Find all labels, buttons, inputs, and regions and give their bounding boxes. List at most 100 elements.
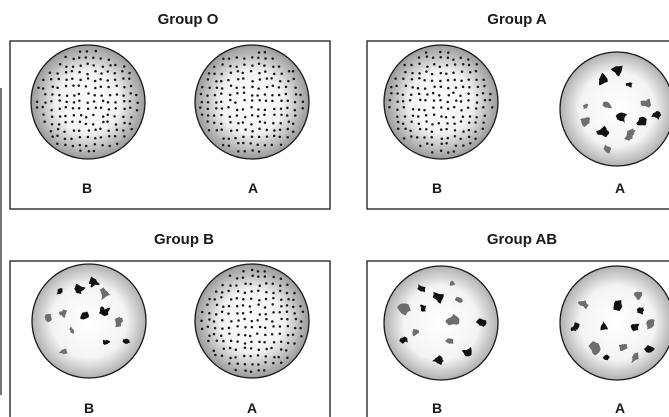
rbc-dot [242, 141, 245, 145]
rbc-dot [300, 320, 303, 323]
rbc-dot [84, 144, 88, 148]
rbc-dot [92, 149, 96, 153]
rbc-dot [430, 72, 434, 76]
rbc-dot [241, 108, 245, 111]
rbc-dot [263, 340, 266, 344]
rbc-dot [49, 129, 53, 133]
rbc-dot [35, 100, 39, 104]
rbc-dot [265, 77, 269, 80]
rbc-dot [77, 129, 81, 132]
rbc-dot [71, 77, 74, 80]
rbc-dot [249, 370, 253, 374]
rbc-dot [91, 123, 95, 126]
group-b-title: Group B [154, 231, 214, 248]
rbc-dot [227, 289, 230, 293]
rbc-dot [228, 115, 232, 119]
rbc-dot [42, 113, 45, 116]
rbc-dot [78, 99, 81, 102]
rbc-dot [460, 70, 464, 73]
rbc-dot [439, 149, 443, 152]
rbc-dot [220, 296, 223, 299]
rbc-dot [410, 120, 413, 124]
rbc-dot [199, 106, 202, 109]
rbc-dot [58, 115, 62, 118]
rbc-dot [250, 340, 253, 344]
rbc-dot [475, 101, 479, 104]
rbc-dot [272, 65, 275, 69]
rbc-dot [271, 99, 274, 103]
rbc-dot [447, 86, 450, 90]
rbc-dot [258, 127, 261, 131]
rbc-dot [92, 113, 95, 117]
rbc-dot [72, 101, 76, 104]
rbc-dot [299, 326, 302, 330]
rbc-dot [272, 311, 275, 314]
rbc-dot [278, 311, 281, 314]
rbc-dot [432, 99, 436, 102]
rbc-dot [272, 134, 276, 138]
group-a-well-b [383, 44, 499, 160]
rbc-dot [208, 312, 211, 315]
rbc-dot [64, 121, 67, 124]
rbc-dot [440, 142, 443, 146]
rbc-clump [461, 347, 472, 357]
rbc-dot [237, 122, 240, 125]
rbc-dot [113, 135, 117, 138]
rbc-dot [64, 143, 67, 147]
rbc-dot [214, 353, 217, 357]
rbc-dot [106, 70, 110, 73]
rbc-dot [439, 85, 443, 88]
rbc-dot [424, 51, 428, 54]
rbc-dot [416, 115, 420, 118]
rbc-dot [229, 356, 232, 360]
rbc-dot [452, 105, 456, 109]
group-a-well-b-label: B [432, 180, 442, 196]
rbc-dot [425, 128, 428, 131]
rbc-dot [446, 107, 450, 110]
rbc-dot [287, 79, 290, 83]
rbc-dot [79, 149, 82, 152]
rbc-dot [250, 290, 253, 293]
rbc-dot [123, 121, 126, 125]
rbc-dot [99, 106, 103, 109]
rbc-clump [454, 296, 464, 303]
rbc-dot [222, 137, 225, 140]
rbc-clump [650, 111, 661, 121]
rbc-dot [220, 128, 223, 131]
rbc-dot [453, 63, 457, 66]
rbc-dot [107, 134, 111, 138]
rbc-dot [57, 77, 61, 81]
rbc-clump [122, 338, 130, 344]
rbc-dot [475, 115, 478, 119]
rbc-dot [251, 85, 254, 89]
rbc-clump [58, 348, 68, 355]
rbc-dot [56, 134, 59, 138]
rbc-dot [63, 130, 66, 133]
rbc-dot [459, 94, 462, 97]
rbc-dot [123, 65, 126, 68]
rbc-dot [468, 115, 472, 118]
rbc-dot [430, 135, 433, 139]
rbc-dot [301, 310, 305, 314]
rbc-dot [293, 312, 296, 315]
rbc-dot [263, 64, 266, 67]
rbc-dot [263, 306, 267, 309]
rbc-dot [418, 62, 421, 66]
rbc-dot [467, 58, 470, 61]
rbc-clump [79, 311, 89, 320]
group-b-panel: Group B B A [9, 231, 331, 417]
rbc-dot [433, 85, 436, 88]
rbc-dot [455, 99, 458, 102]
rbc-dot [270, 77, 273, 80]
rbc-dot [263, 143, 267, 147]
rbc-dot [107, 129, 110, 132]
rbc-dot [108, 144, 111, 148]
rbc-dot [201, 85, 204, 89]
rbc-dot [278, 332, 282, 336]
rbc-dot [115, 84, 118, 87]
rbc-dot [280, 298, 283, 301]
rbc-dot [250, 99, 254, 102]
rbc-clump [570, 322, 580, 332]
rbc-dot [228, 362, 231, 365]
rbc-dot [410, 63, 413, 67]
